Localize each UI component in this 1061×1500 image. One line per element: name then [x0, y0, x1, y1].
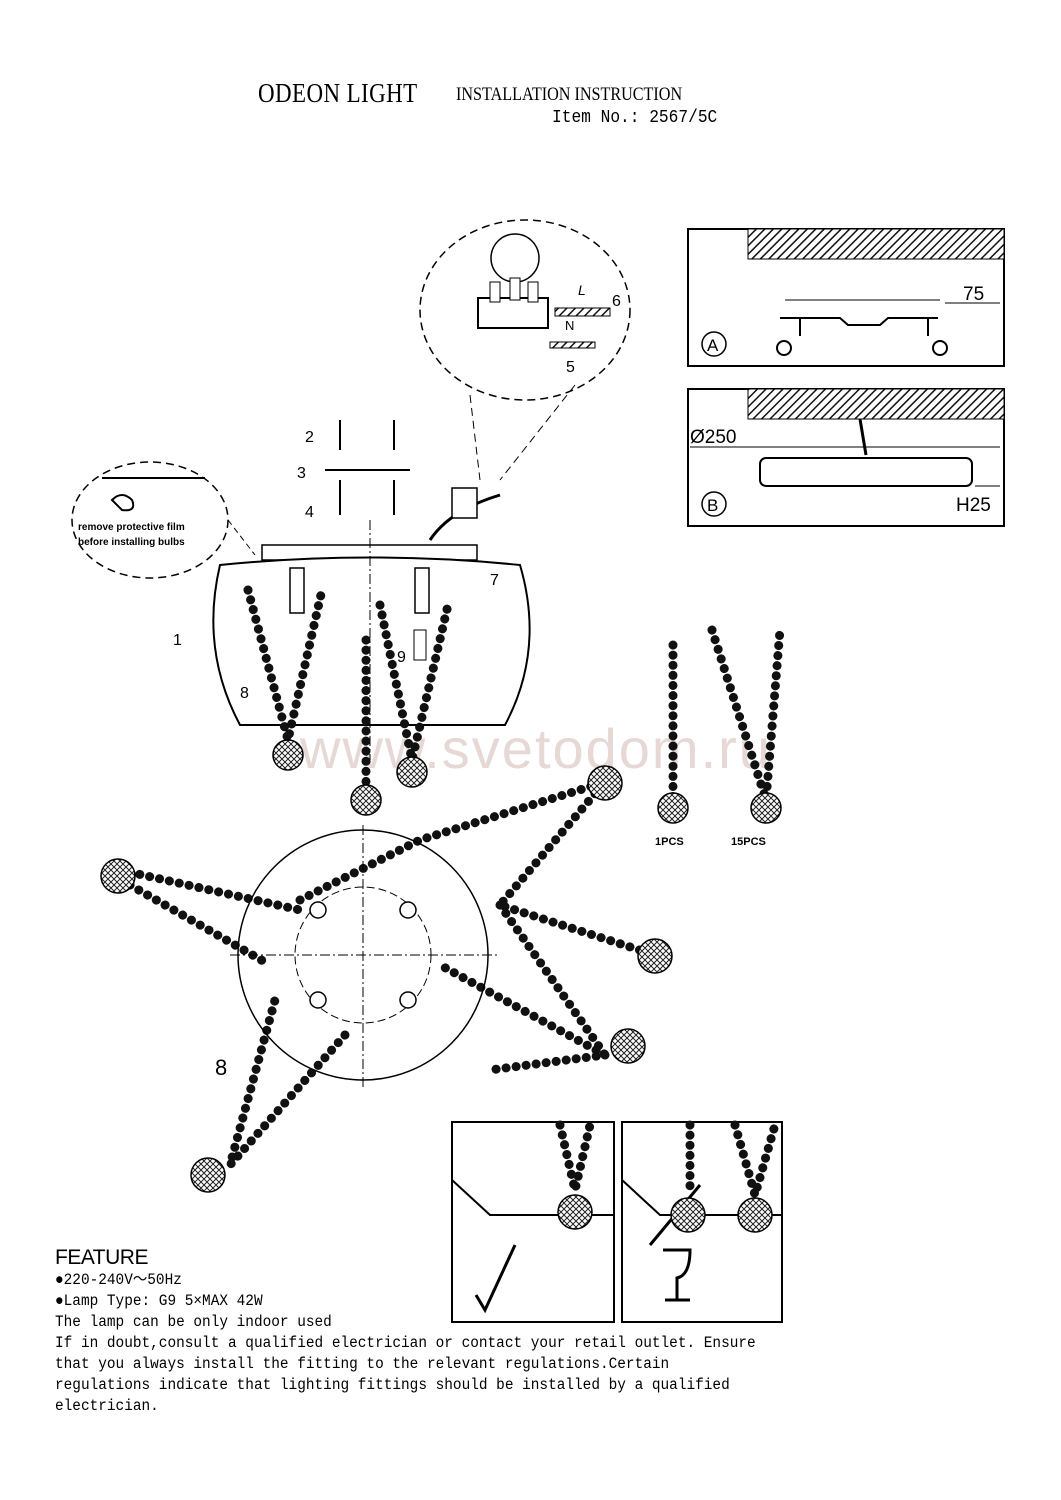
step-8-label: 8: [240, 685, 249, 702]
brand-name: ODEON LIGHT: [258, 78, 418, 108]
lamp-side-view: 2 3 4 7 1 8 9: [173, 420, 531, 760]
feature-indoor-note: The lamp can be only indoor used: [55, 1313, 332, 1331]
lamp-top-view: 8: [215, 825, 500, 1090]
step-1-label: 1: [173, 632, 182, 649]
document-header: ODEON LIGHT INSTALLATION INSTRUCTION: [258, 78, 682, 109]
step-4-label: 4: [305, 504, 314, 521]
step-3-label: 3: [297, 465, 306, 482]
panel-b-label: B: [707, 496, 718, 515]
item-number: Item No.: 2567/5C: [552, 108, 718, 128]
neutral-wire-label: N: [565, 318, 574, 333]
double-pendant-count: 15PCS: [731, 836, 766, 848]
dimension-75: 75: [963, 284, 984, 305]
dimension-diameter: Ø250: [690, 427, 736, 448]
watermark: www.svetodom.ru: [299, 717, 772, 780]
feature-section: FEATURE ●220-240V～50Hz ●Lamp Type: G9 5×…: [55, 1246, 808, 1417]
document-title: INSTALLATION INSTRUCTION: [456, 84, 683, 105]
step-7-label: 7: [490, 572, 499, 589]
fragile-glass-icon: [663, 1248, 692, 1302]
film-note-line2: before installing bulbs: [78, 537, 185, 548]
step-6-label: 6: [612, 293, 621, 310]
protective-film-bubble: remove protective film before installing…: [71, 461, 256, 579]
safety-note-line4: electrician.: [55, 1397, 159, 1415]
safety-note-line3: regulations indicate that lighting fitti…: [55, 1376, 730, 1394]
wiring-detail-bubble: L N 6 5: [419, 219, 631, 481]
step-9-label: 9: [397, 649, 406, 666]
step-8-top-label: 8: [215, 1055, 227, 1080]
safety-note-line1: If in doubt,consult a qualified electric…: [55, 1334, 756, 1352]
feature-lamp-type: ●Lamp Type: G9 5×MAX 42W: [55, 1292, 263, 1310]
step-5-label: 5: [566, 359, 575, 376]
feature-voltage: ●220-240V～50Hz: [55, 1271, 182, 1289]
step-2-label: 2: [305, 429, 314, 446]
film-note-line1: remove protective film: [78, 522, 185, 533]
safety-note-line2: that you always install the fitting to t…: [55, 1355, 670, 1373]
panel-a-label: A: [707, 336, 719, 355]
dimension-height: H25: [956, 495, 991, 516]
feature-title: FEATURE: [55, 1246, 148, 1269]
panel-b-dimensions: B Ø250 H25: [687, 388, 1005, 527]
live-wire-label: L: [578, 282, 586, 298]
single-pendant-count: 1PCS: [655, 836, 684, 848]
panel-a-ceiling-mount: A 75: [687, 228, 1005, 367]
crystal-balls: [100, 739, 782, 1193]
checkmark-icon: [474, 1244, 517, 1314]
